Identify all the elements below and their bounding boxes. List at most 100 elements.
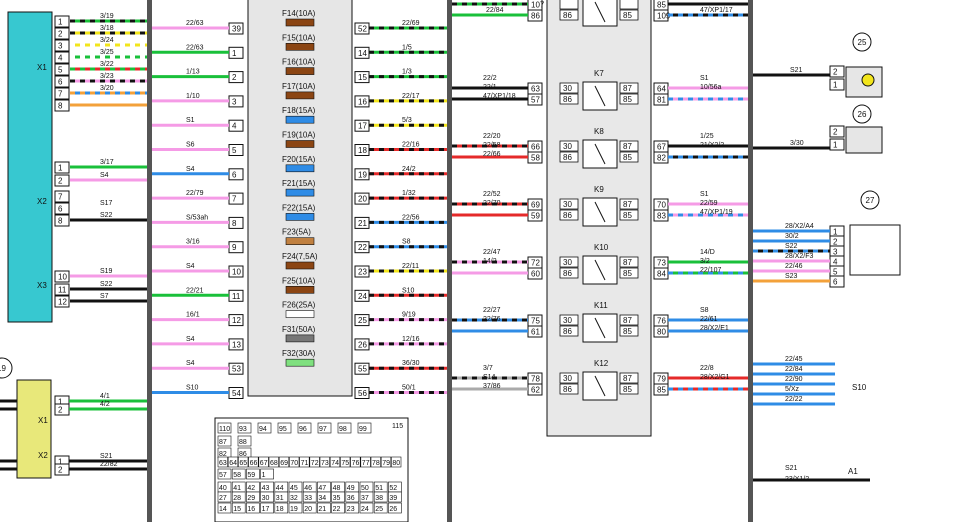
relay-inner-pin-2-0: [559, 140, 579, 152]
a1-name: A1: [848, 467, 858, 476]
fuse-left-label-2: 1/13: [186, 69, 200, 76]
terminal-label-2-1: 86: [239, 451, 247, 458]
relay-left-label-2-1: 22/58: [483, 142, 501, 149]
relay-inner-pin-6-3: [619, 383, 639, 395]
connector-label-x3: X3: [37, 281, 47, 290]
relay-right-pin-85-label: 85: [657, 1, 666, 10]
terminal-cell-7-0: [217, 502, 232, 514]
circle-19: [0, 357, 13, 379]
relay-left-label-2-0: 22/20: [483, 133, 501, 140]
fuse-left-pin-39-label: 39: [232, 25, 241, 34]
relay-switch-2: [594, 143, 606, 165]
x-pin-12: [54, 295, 70, 308]
fuse-body-9: [285, 237, 315, 245]
a1-label-1: 23/X1/2: [785, 476, 809, 483]
relay-right-label-1-0: S1: [700, 75, 709, 82]
terminal-label-7-4: 18: [276, 506, 284, 513]
fuse-left-pin-12-label: 12: [232, 316, 241, 325]
x-wire-label-12: S22: [100, 212, 113, 219]
relay-switch-5: [594, 317, 606, 339]
relay-inner-pin-6-2: [619, 372, 639, 384]
right-conn-pin-1: [829, 78, 845, 91]
relay-name-4: K10: [594, 243, 609, 252]
terminal-label-7-9: 23: [347, 506, 355, 513]
x-pin-8: [54, 214, 70, 227]
fuse-left-label-1: 22/63: [186, 44, 204, 51]
x-pin-1: [54, 15, 70, 28]
x-pin-7: [54, 190, 70, 203]
relay-inner-label-5-0: 30: [563, 316, 572, 325]
terminal-label-4-1: 58: [233, 472, 241, 479]
fuse-right-pin-17-label: 17: [358, 122, 367, 131]
lower-wire-label-1: 4/2: [100, 401, 110, 408]
x-pin-3-label: 3: [58, 42, 63, 51]
relay-inner-pin-1-1: [559, 93, 579, 105]
terminal-cell-0-1: [237, 422, 252, 434]
terminal-label-3-15: 78: [372, 460, 380, 467]
terminal-cell-4-1: [231, 468, 246, 480]
fuse-right-pin-18-label: 18: [358, 146, 367, 155]
relay-right-pin-70-label: 70: [657, 201, 666, 210]
relay-right-label-4-1: 3/2: [700, 258, 710, 265]
x-pin-6-label: 6: [58, 78, 63, 87]
relay-inner-pin-0-1: [559, 9, 579, 21]
fuse-left-pin-10-label: 10: [232, 268, 241, 277]
conn27-label-2: S22: [785, 243, 798, 250]
relay-left-label-3-0: 22/52: [483, 191, 501, 198]
lower-pin-3-label: 2: [58, 466, 63, 475]
fuse-left-pin-4-label: 4: [232, 122, 237, 131]
terminal-cell-4-2: [246, 468, 260, 480]
terminal-cell-0-5: [317, 422, 332, 434]
relay-inner-pin-1-2: [619, 82, 639, 94]
terminal-label-7-3: 17: [262, 506, 270, 513]
terminal-label-0-0: 110: [219, 426, 230, 433]
conn27-label-4: 22/46: [785, 263, 803, 270]
x-pin-6-label: 6: [58, 205, 63, 214]
relay-left-label-6-0: 3/7: [483, 365, 493, 372]
fuse-right-pin-23-label: 23: [358, 268, 367, 277]
relay-left-label-1-1: 22/1: [483, 84, 497, 91]
terminal-label-3-2: 65: [239, 460, 247, 467]
terminal-label-7-6: 20: [304, 506, 312, 513]
right-label-s21: S21: [790, 67, 803, 74]
relay-right-label-3-1: 22/59: [700, 200, 718, 207]
fuse-label-8: F22(15A): [282, 203, 316, 212]
s10-label-1: 22/84: [785, 366, 803, 373]
terminal-cell-7-3: [260, 502, 274, 514]
fuse-right-label-3: 22/17: [402, 93, 420, 100]
relay-inner-label-2-3: 85: [623, 153, 632, 162]
fuse-body-14: [285, 358, 315, 367]
relay-left-label-6-1: S14: [483, 374, 496, 381]
relay-left-label-5-0: 22/27: [483, 307, 501, 314]
relay-left-pin-62-label: 62: [531, 386, 540, 395]
terminal-cell-6-4: [274, 491, 289, 503]
fuse-body-4: [285, 115, 315, 124]
fuse-body-8: [285, 213, 315, 221]
fuse-body-12: [285, 310, 315, 318]
terminal-cell-3-16: [380, 456, 392, 468]
relay-right-pin-80-label: 80: [657, 328, 666, 337]
terminal-label-4-2: 59: [247, 472, 255, 479]
s10-name: S10: [852, 383, 867, 392]
relay-name-6: K12: [594, 359, 609, 368]
fuse-right-pin-15-label: 15: [358, 73, 367, 82]
fuse-left-pin-2-label: 2: [232, 73, 237, 82]
relay-inner-label-6-0: 30: [563, 374, 572, 383]
fuse-group: 3922/635222/69122/63141/521/13151/331/10…: [152, 9, 447, 399]
right-conn-pin-2-label: 2: [833, 128, 838, 137]
terminal-label-3-7: 70: [290, 460, 298, 467]
terminal-label-7-8: 22: [333, 506, 341, 513]
relay-inner-pin-5-2: [619, 314, 639, 326]
terminal-label-4-3: 1: [262, 472, 266, 479]
terminal-label-5-8: 48: [333, 485, 341, 492]
relay-right-label-5-1: 22/61: [700, 316, 718, 323]
terminal-label-3-4: 67: [260, 460, 268, 467]
relay-inner-pin-0-2: [619, 0, 639, 10]
fuse-right-label-2: 1/3: [402, 69, 412, 76]
terminal-label-3-5: 68: [270, 460, 278, 467]
fuse-body-6: [285, 164, 315, 173]
fuse-label-10: F24(7,5A): [282, 252, 318, 261]
relay-left-pin-69-label: 69: [531, 201, 540, 210]
terminal-label-6-7: 34: [318, 495, 326, 502]
